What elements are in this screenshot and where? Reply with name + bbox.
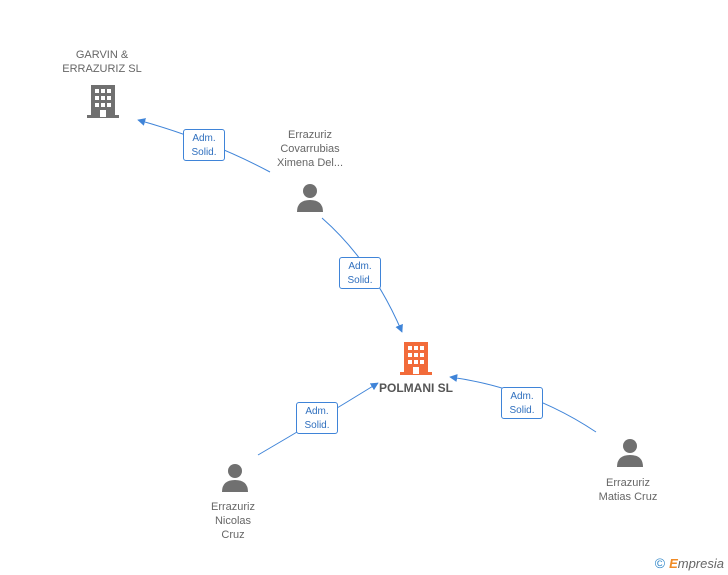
edge-badge-line2: Solid.	[509, 405, 535, 416]
edge-badge-line2: Solid.	[347, 275, 373, 286]
node-label-nicolas: Errazuriz Nicolas Cruz	[210, 501, 255, 541]
edge-badge-ximena-polmani[interactable]: Adm. Solid.	[339, 257, 381, 289]
building-icon[interactable]	[87, 83, 119, 119]
person-icon[interactable]	[615, 438, 645, 468]
copyright-icon: ©	[654, 555, 666, 571]
building-icon[interactable]	[400, 340, 432, 376]
brand-logo: Empresia	[669, 555, 724, 571]
node-label-matias: Errazuriz Matias Cruz	[598, 477, 658, 503]
node-label-garvin: GARVIN & ERRAZURIZ SL	[62, 49, 142, 75]
edge-badge-line1: Adm.	[510, 391, 534, 402]
person-icon[interactable]	[295, 183, 325, 213]
edge-badge-line2: Solid.	[304, 420, 330, 431]
edge-badge-nicolas-polmani[interactable]: Adm. Solid.	[296, 402, 338, 434]
node-label-ximena: Errazuriz Covarrubias Ximena Del...	[276, 129, 344, 169]
edge-badge-matias-polmani[interactable]: Adm. Solid.	[501, 387, 543, 419]
edge-badge-line1: Adm.	[348, 261, 372, 272]
footer-brand: © Empresia	[655, 555, 724, 571]
edge-badge-ximena-garvin[interactable]: Adm. Solid.	[183, 129, 225, 161]
node-label-polmani: POLMANI SL	[379, 381, 453, 395]
edge-badge-line1: Adm.	[192, 133, 216, 144]
edge-badge-line1: Adm.	[305, 406, 329, 417]
edge-badge-line2: Solid.	[191, 147, 217, 158]
person-icon[interactable]	[220, 463, 250, 493]
